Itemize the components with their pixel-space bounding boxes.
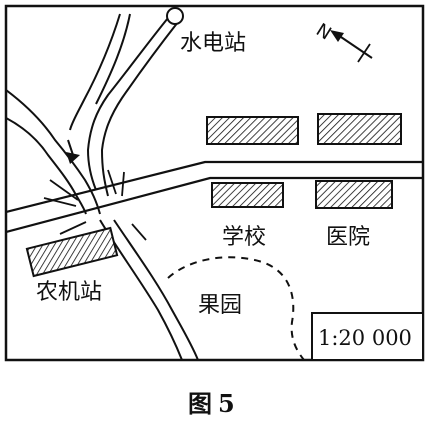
building-upper-right bbox=[317, 113, 402, 145]
label-school: 学校 bbox=[222, 225, 266, 250]
label-farm-station: 农机站 bbox=[36, 280, 102, 305]
orchard-boundary bbox=[167, 256, 305, 360]
hospital-building bbox=[315, 180, 393, 209]
scale-box bbox=[311, 312, 424, 361]
power-station-marker bbox=[166, 7, 184, 25]
label-hospital: 医院 bbox=[326, 225, 370, 250]
scale-text: 1:20 000 bbox=[318, 326, 412, 350]
label-orchard: 果园 bbox=[198, 293, 242, 318]
road bbox=[7, 160, 423, 233]
flow-arrow-icon bbox=[66, 139, 80, 164]
label-power-station: 水电站 bbox=[180, 31, 246, 56]
farm-station-building bbox=[25, 226, 119, 278]
river bbox=[7, 13, 199, 360]
caption-number: 5 bbox=[218, 389, 235, 418]
bridge-marks bbox=[43, 169, 147, 241]
building-upper-left bbox=[206, 116, 299, 145]
caption-prefix: 图 bbox=[188, 389, 212, 418]
school-building bbox=[211, 182, 284, 208]
